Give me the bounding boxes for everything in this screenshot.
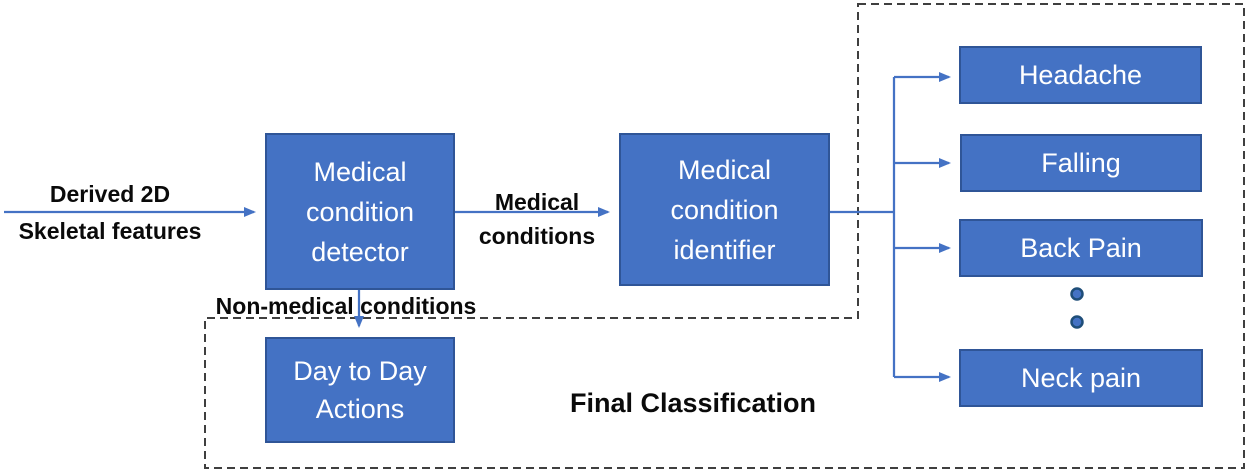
node-text-line: condition bbox=[305, 196, 415, 227]
input-features-label: Derived 2D Skeletal features bbox=[8, 176, 212, 250]
node-text-line: condition bbox=[670, 194, 779, 225]
medical-condition-identifier-node: Medical condition identifier bbox=[619, 133, 830, 286]
node-text-line: Falling bbox=[1041, 148, 1121, 178]
medical-condition-detector-node: Medical condition detector bbox=[265, 133, 455, 290]
node-text-line: Actions bbox=[315, 394, 405, 424]
outcome-node-headache: Headache bbox=[959, 46, 1202, 104]
node-text-line: identifier bbox=[673, 234, 776, 265]
node-text-line: Day to Day bbox=[293, 356, 427, 386]
medical-conditions-edge-label: Medical conditions bbox=[462, 185, 612, 253]
node-text-line: Medical bbox=[313, 156, 407, 187]
final-classification-title: Final Classification bbox=[569, 388, 817, 418]
label-line: Medical bbox=[494, 189, 580, 215]
final-classification-dashed-boundary bbox=[204, 3, 1245, 469]
ellipsis-dot-icon bbox=[1070, 287, 1084, 301]
day-to-day-actions-node: Day to Day Actions bbox=[265, 337, 455, 443]
node-text-line: Neck pain bbox=[1020, 363, 1142, 393]
non-medical-conditions-edge-label: Non-medical conditions bbox=[215, 293, 477, 319]
node-text-line: Back Pain bbox=[1020, 233, 1142, 263]
outcome-node-back-pain: Back Pain bbox=[959, 219, 1203, 277]
node-text-line: detector bbox=[311, 236, 409, 267]
label-line: Derived 2D bbox=[49, 181, 171, 207]
label-line: conditions bbox=[478, 223, 596, 249]
node-text-line: Medical bbox=[677, 154, 772, 185]
outcome-node-falling: Falling bbox=[960, 134, 1202, 192]
outcome-node-neck-pain: Neck pain bbox=[959, 349, 1203, 407]
ellipsis-dot-icon bbox=[1070, 315, 1084, 329]
label-line: Skeletal features bbox=[18, 218, 202, 244]
node-text-line: Headache bbox=[1018, 60, 1143, 90]
